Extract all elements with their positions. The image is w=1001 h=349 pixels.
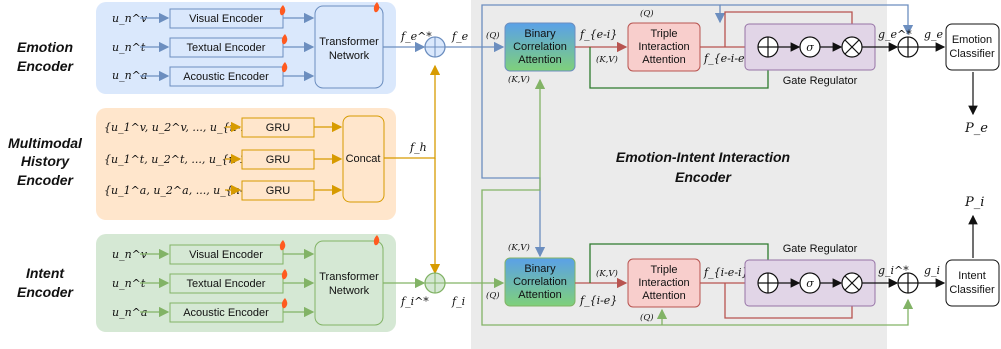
bca-top-line1: Binary: [524, 28, 556, 40]
intent-fi: f_i: [451, 295, 465, 308]
emotion-input-t: u_n^t: [112, 41, 146, 54]
intent-title-line2: Encoder: [17, 284, 75, 300]
intent-visual-encoder: Visual Encoder: [189, 249, 263, 261]
interaction-title-line2: Encoder: [675, 169, 733, 185]
intent-classifier-line1: Intent: [958, 270, 986, 282]
emotion-input-v: u_n^v: [112, 12, 148, 25]
gru-box-2: [241, 149, 315, 170]
tia-bottom-line3: Attention: [642, 290, 685, 302]
intent-acoustic-encoder: Acoustic Encoder: [183, 307, 269, 319]
bca-top-line2: Correlation: [513, 41, 567, 53]
tia-bottom-kv: (K,V): [596, 268, 618, 279]
gru-label-1: GRU: [266, 122, 291, 134]
bca-bottom-q: (Q): [486, 290, 500, 301]
output-p-i: P_i: [964, 195, 984, 210]
emotion-transformer-box: [314, 5, 384, 89]
intent-classifier-box: [945, 259, 1000, 307]
gru-box-3: [241, 180, 315, 201]
intent-input-t: u_n^t: [112, 277, 146, 290]
bca-bottom-line1: Binary: [524, 263, 556, 275]
emotion-title-line2: Encoder: [17, 58, 75, 74]
history-title-line2: History: [21, 153, 70, 169]
history-title-line3: Encoder: [17, 172, 75, 188]
intent-inputs: u_n^v u_n^t u_n^a: [112, 248, 148, 319]
bca-bottom-kv: (K,V): [508, 242, 530, 253]
label-f-ie: f_{i-e}: [579, 294, 617, 307]
label-f-iei: f_{i-e-i}: [703, 266, 749, 279]
emotion-classifier-box: [945, 23, 1000, 71]
tia-top-line2: Interaction: [638, 41, 689, 53]
bca-top-line3: Attention: [518, 54, 561, 66]
tia-top-q: (Q): [640, 8, 654, 19]
label-g-i: g_i: [924, 264, 940, 277]
history-fh: f_h: [409, 141, 427, 154]
bca-bottom-line3: Attention: [518, 289, 561, 301]
emotion-fe-star: f_e^*: [400, 30, 432, 43]
sigma-top: σ: [806, 41, 814, 54]
intent-acoustic-box: [169, 302, 284, 323]
emotion-input-a: u_n^a: [112, 69, 147, 82]
label-g-e: g_e: [924, 28, 944, 41]
emotion-fusion-add: [424, 36, 446, 58]
emotion-inputs: u_n^v u_n^t u_n^a: [112, 12, 148, 82]
intent-input-a: u_n^a: [112, 306, 147, 319]
tia-bottom-q: (Q): [640, 312, 654, 323]
emotion-acoustic-encoder: Acoustic Encoder: [183, 71, 269, 83]
bca-bottom-box: [504, 257, 576, 307]
emotion-final-add: [897, 36, 919, 58]
bca-bottom-line2: Correlation: [513, 276, 567, 288]
interaction-title-line1: Emotion-Intent Interaction: [616, 149, 790, 165]
bca-top-q: (Q): [486, 30, 500, 41]
gru-label-2: GRU: [266, 154, 291, 166]
intent-final-add: [897, 272, 919, 294]
gru-label-3: GRU: [266, 185, 291, 197]
intent-transformer-line2: Network: [329, 285, 370, 297]
intent-transformer-line1: Transformer: [319, 271, 379, 283]
emotion-transformer-line2: Network: [329, 50, 370, 62]
emotion-visual-encoder: Visual Encoder: [189, 13, 263, 25]
label-f-ei: f_{e-i}: [579, 28, 617, 41]
gru-box-1: [241, 117, 315, 138]
emotion-title-line1: Emotion: [17, 39, 73, 55]
intent-title-line1: Intent: [26, 265, 65, 281]
flame-icon: [279, 2, 380, 309]
emotion-transformer-line1: Transformer: [319, 36, 379, 48]
tia-top-kv: (K,V): [596, 54, 618, 65]
emotion-classifier-line2: Classifier: [949, 48, 995, 60]
intent-transformer-box: [314, 240, 384, 326]
bca-top-kv: (K,V): [508, 74, 530, 85]
tia-top-line1: Triple: [650, 28, 677, 40]
intent-textual-encoder: Textual Encoder: [187, 278, 266, 290]
sigma-bottom: σ: [806, 277, 814, 290]
emotion-textual-encoder: Textual Encoder: [187, 42, 266, 54]
intent-fusion-add: [424, 272, 446, 294]
gate-regulator-bottom-label: Gate Regulator: [783, 243, 858, 255]
label-f-eie: f_{e-i-e}: [703, 52, 752, 65]
intent-fi-star: f_i^*: [400, 295, 429, 308]
emotion-classifier-line1: Emotion: [952, 34, 992, 46]
emotion-encoder-boxes: Visual Encoder Textual Encoder Acoustic …: [169, 8, 284, 87]
emotion-fe: f_e: [451, 30, 469, 43]
intent-input-v: u_n^v: [112, 248, 148, 261]
intent-textual-box: [169, 273, 284, 294]
tia-bottom-line1: Triple: [650, 264, 677, 276]
concat-label: Concat: [346, 153, 381, 165]
output-p-e: P_e: [964, 121, 988, 136]
tia-bottom-line2: Interaction: [638, 277, 689, 289]
gate-regulator-top-label: Gate Regulator: [783, 75, 858, 87]
intent-classifier-line2: Classifier: [949, 284, 995, 296]
history-title-line1: Multimodal: [8, 135, 83, 151]
concat-box: [342, 115, 385, 203]
tia-top-line3: Attention: [642, 54, 685, 66]
label-g-i-star: g_i^*: [878, 264, 909, 277]
intent-visual-box: [169, 244, 284, 265]
